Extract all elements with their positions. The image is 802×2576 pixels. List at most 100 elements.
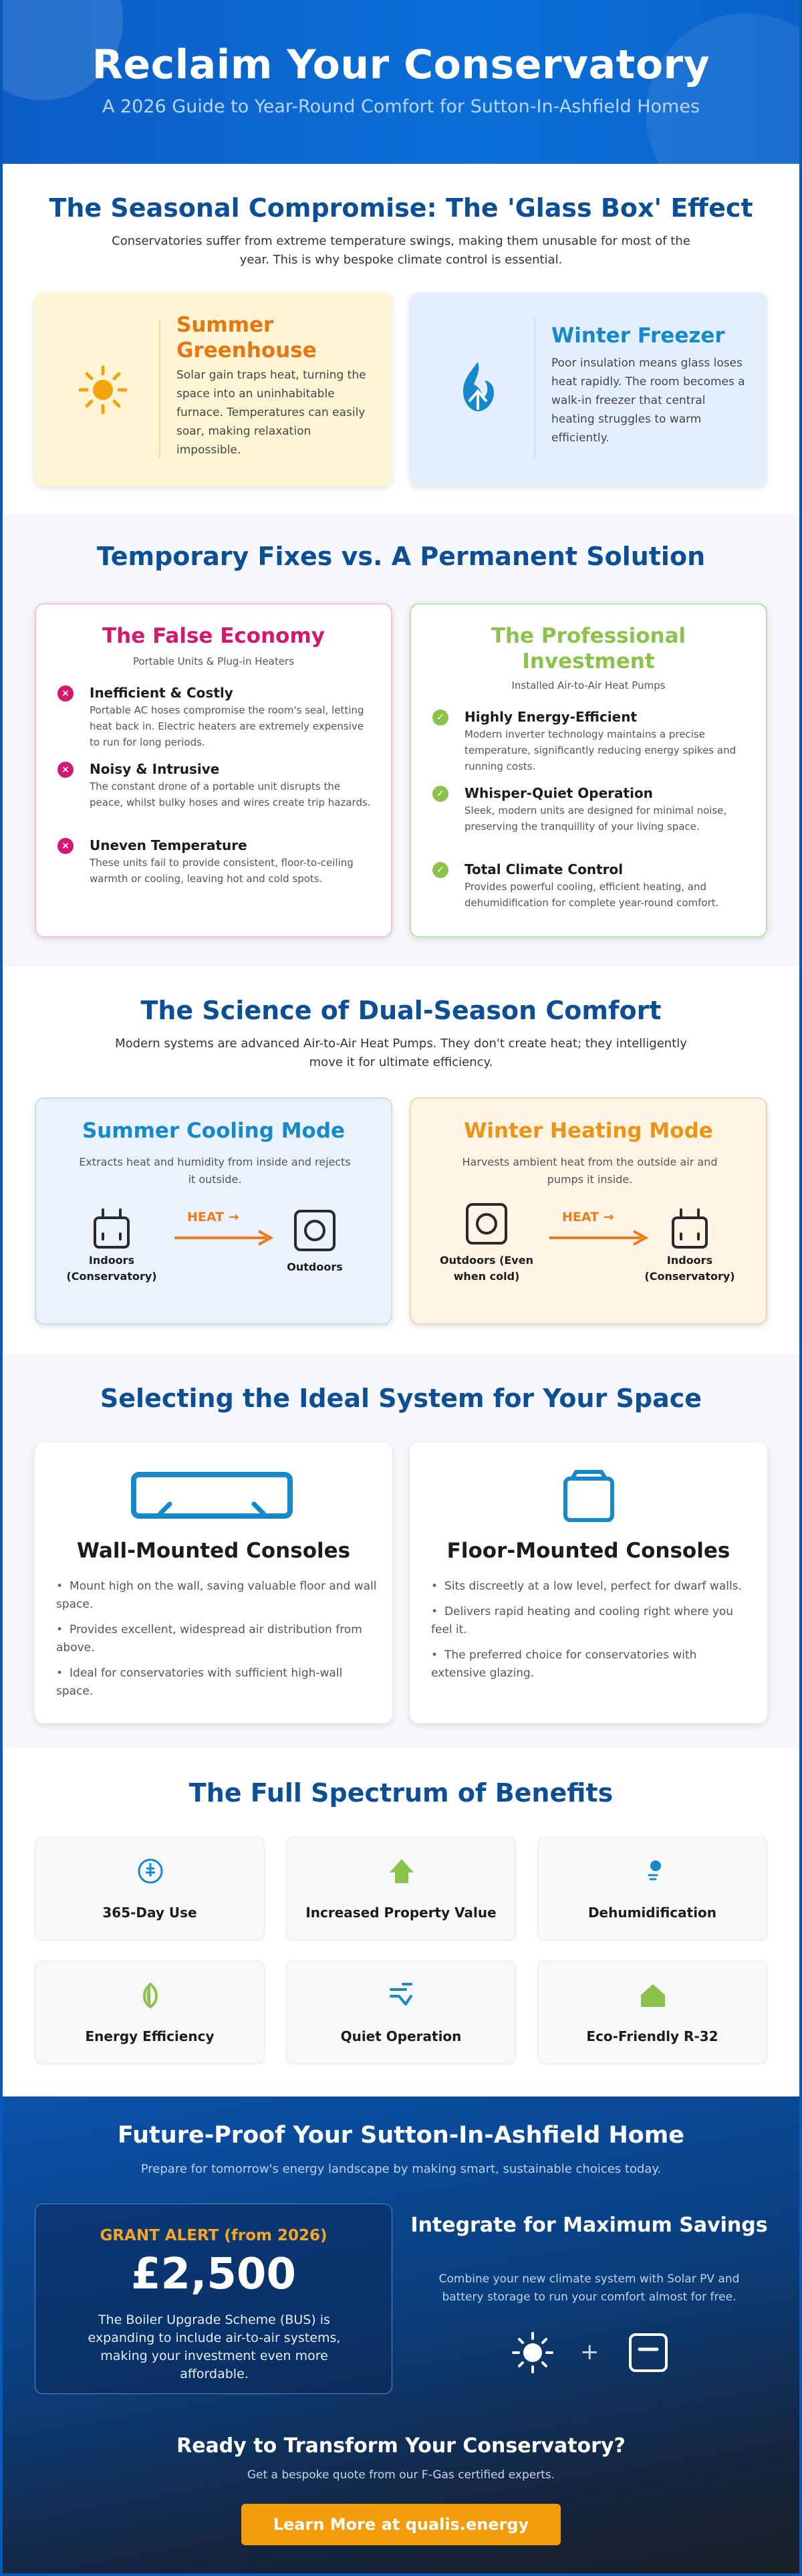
wall-heading: Wall-Mounted Consoles <box>76 1539 351 1563</box>
cooling-text: Extracts heat and humidity from inside a… <box>79 1156 351 1186</box>
benefits-section: The Full Spectrum of Benefits 365-Day Us… <box>3 1749 799 2097</box>
false-economy-heading: The False Economy <box>102 624 325 648</box>
item-title: Total Climate Control <box>464 861 624 877</box>
item-title: Uneven Temperature <box>90 837 247 853</box>
snowflake-icon <box>463 362 494 411</box>
solar-sun-icon <box>512 2332 553 2373</box>
outdoor-unit-icon <box>466 1203 507 1245</box>
list-item: •Sits discreetly at a low level, perfect… <box>431 1580 742 1593</box>
systems-section: Selecting the Ideal System for Your Spac… <box>3 1354 799 1749</box>
grant-text: The Boiler Upgrade Scheme (BUS) is expan… <box>88 2313 341 2381</box>
thermometer-icon <box>138 1858 163 1884</box>
list-item: •Provides excellent, widespread air dist… <box>56 1623 362 1654</box>
science-title: The Science of Dual-Season Comfort <box>140 996 662 1025</box>
item-title: Highly Energy-Efficient <box>464 709 638 725</box>
plus-sign: + <box>580 2339 599 2365</box>
heating-mode-card: Winter Heating Mode Harvests ambient hea… <box>410 1097 767 1325</box>
droplet-icon <box>648 1860 661 1881</box>
floor-mounted-card: Floor-Mounted Consoles •Sits discreetly … <box>410 1442 767 1723</box>
wall-mounted-card: Wall-Mounted Consoles •Mount high on the… <box>35 1442 392 1723</box>
list-item: •Mount high on the wall, saving valuable… <box>56 1580 377 1611</box>
card-divider <box>159 319 160 458</box>
item-title: Noisy & Intrusive <box>90 761 220 777</box>
systems-title: Selecting the Ideal System for Your Spac… <box>100 1384 702 1413</box>
list-item: •Delivers rapid heating and cooling righ… <box>431 1605 734 1636</box>
seasonal-section: The Seasonal Compromise: The 'Glass Box'… <box>3 164 799 515</box>
fixes-section: Temporary Fixes vs. A Permanent Solution… <box>3 515 799 966</box>
false-economy-subheading: Portable Units & Plug-in Heaters <box>132 655 295 667</box>
wall-unit-icon <box>131 1472 293 1519</box>
future-proof-section: Future-Proof Your Sutton-In-Ashfield Hom… <box>3 2097 799 2573</box>
check-icon: ✓ <box>432 786 448 802</box>
science-subtitle: Modern systems are advanced Air-to-Air H… <box>115 1037 687 1069</box>
list-item: •Ideal for conservatories with sufficien… <box>56 1667 343 1698</box>
item-title: Inefficient & Costly <box>90 685 233 701</box>
grant-amount: £2,500 <box>131 2250 296 2299</box>
cross-icon: × <box>57 762 74 778</box>
sun-icon <box>78 365 128 415</box>
heating-heading: Winter Heating Mode <box>464 1119 713 1143</box>
cta-heading: Ready to Transform Your Conservatory? <box>176 2434 626 2458</box>
benefit-tile: Quiet Operation <box>286 1961 516 2064</box>
grant-alert-label: GRANT ALERT (from 2026) <box>100 2227 327 2244</box>
list-item: ✓ Whisper-Quiet Operation Sleek, modern … <box>432 784 747 835</box>
arrow-right-icon <box>174 1230 273 1246</box>
outdoor-unit-icon <box>294 1210 336 1251</box>
integrate-text: Combine your new climate system with Sol… <box>438 2272 740 2304</box>
winter-text: Poor insulation means glass loses heat r… <box>551 356 745 445</box>
benefit-tile: Dehumidification <box>537 1837 767 1941</box>
page-title: Reclaim Your Conservatory <box>92 41 710 88</box>
eco-house-icon <box>641 1984 665 2007</box>
list-item: •The preferred choice for conservatories… <box>431 1648 697 1680</box>
future-title: Future-Proof Your Sutton-In-Ashfield Hom… <box>117 2122 685 2149</box>
indoor-unit-icon <box>94 1208 130 1249</box>
cross-icon: × <box>57 838 74 854</box>
summer-text: Solar gain traps heat, turning the space… <box>176 368 366 457</box>
future-subtitle: Prepare for tomorrow's energy landscape … <box>140 2162 662 2176</box>
floor-unit-icon <box>563 1470 614 1522</box>
summer-greenhouse-card: Summer Greenhouse Solar gain traps heat,… <box>35 292 392 486</box>
item-text: Provides powerful cooling, efficient hea… <box>464 881 719 909</box>
floor-benefits-list: •Sits discreetly at a low level, perfect… <box>431 1578 752 1690</box>
benefit-tile: Energy Efficiency <box>35 1961 265 2064</box>
list-item: ✓ Total Climate Control Provides powerfu… <box>432 860 747 911</box>
fixes-title: Temporary Fixes vs. A Permanent Solution <box>96 542 706 571</box>
integrate-panel: Integrate for Maximum Savings Combine yo… <box>410 2204 768 2394</box>
summer-heading: Summer Greenhouse <box>176 313 317 362</box>
item-text: Portable AC hoses compromise the room's … <box>90 704 364 748</box>
wall-benefits-list: •Mount high on the wall, saving valuable… <box>56 1578 377 1708</box>
indoor-unit-icon <box>672 1208 708 1249</box>
page-subtitle: A 2026 Guide to Year-Round Comfort for S… <box>102 96 700 117</box>
heating-from-label: Outdoors (Even when cold) <box>440 1254 533 1283</box>
winter-freezer-card: Winter Freezer Poor insulation means gla… <box>410 292 767 486</box>
wind-icon <box>390 1983 412 2006</box>
professional-subheading: Installed Air-to-Air Heat Pumps <box>511 679 666 691</box>
battery-icon <box>629 2333 668 2372</box>
science-section: The Science of Dual-Season Comfort Moder… <box>3 966 799 1354</box>
false-economy-card: The False Economy Portable Units & Plug-… <box>35 603 392 938</box>
benefit-label: Energy Efficiency <box>85 2028 215 2044</box>
house-up-icon <box>390 1859 414 1883</box>
benefit-label: Quiet Operation <box>340 2028 462 2044</box>
learn-more-button[interactable]: Learn More at qualis.energy <box>241 2504 561 2545</box>
winter-heading: Winter Freezer <box>551 324 725 348</box>
leaf-icon <box>143 1982 158 2008</box>
floor-heading: Floor-Mounted Consoles <box>446 1539 730 1563</box>
cooling-from-label: Indoors (Conservatory) <box>66 1254 157 1283</box>
benefit-label: Dehumidification <box>587 1905 717 1921</box>
list-item: × Uneven Temperature These units fail to… <box>57 836 372 887</box>
arrow-right-icon <box>549 1230 648 1246</box>
item-text: The constant drone of a portable unit di… <box>90 780 371 809</box>
item-title: Whisper-Quiet Operation <box>464 785 653 801</box>
cooling-flow-label: HEAT → <box>187 1210 239 1224</box>
professional-investment-card: The Professional Investment Installed Ai… <box>410 603 767 938</box>
cooling-heading: Summer Cooling Mode <box>82 1119 346 1143</box>
cooling-mode-card: Summer Cooling Mode Extracts heat and hu… <box>35 1097 392 1325</box>
item-text: Modern inverter technology maintains a p… <box>464 728 737 772</box>
benefit-tile: Eco-Friendly R-32 <box>537 1961 767 2064</box>
benefit-label: 365-Day Use <box>102 1905 197 1921</box>
check-icon: ✓ <box>432 862 448 878</box>
benefits-title: The Full Spectrum of Benefits <box>188 1778 614 1808</box>
seasonal-title: The Seasonal Compromise: The 'Glass Box'… <box>49 193 753 223</box>
item-text: These units fail to provide consistent, … <box>90 857 354 885</box>
